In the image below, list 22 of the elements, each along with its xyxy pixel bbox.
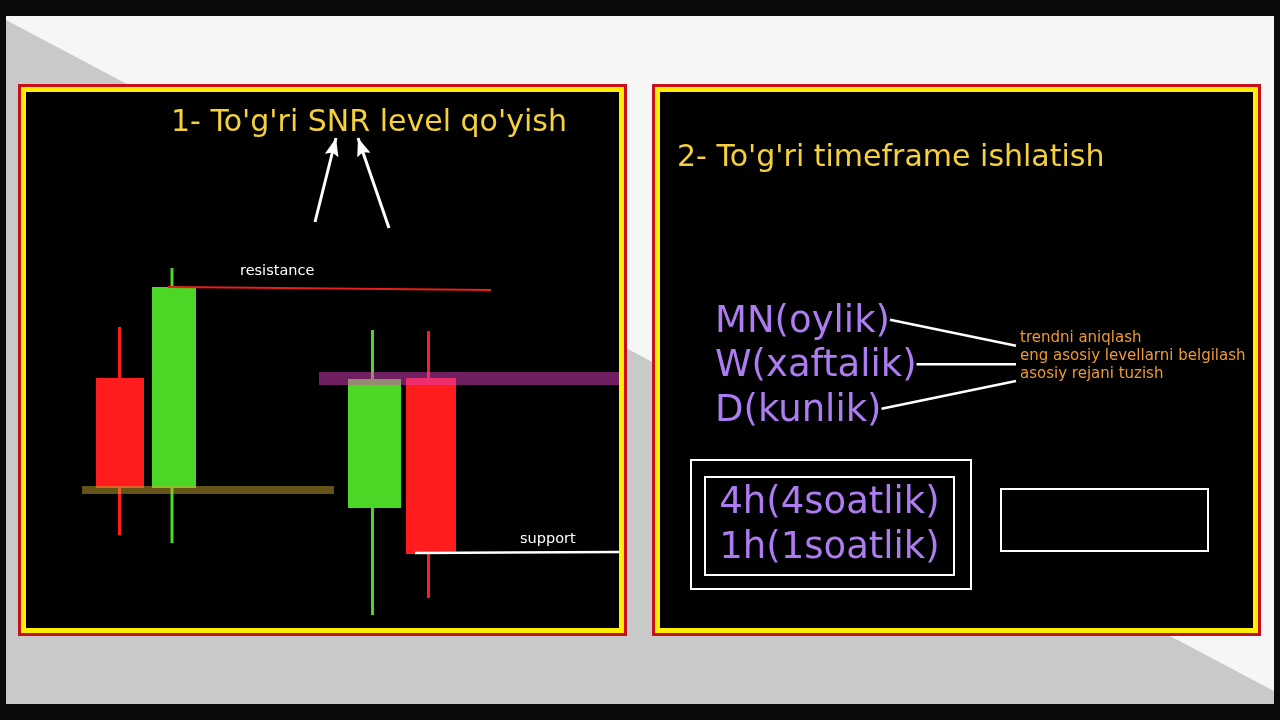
level-label: resistance xyxy=(240,261,315,278)
timeframe-text: 1h(1soatlik) xyxy=(719,522,940,568)
arrow xyxy=(313,137,339,223)
purpose-text: asosiy rejani tuzish xyxy=(1020,364,1164,382)
timeframe-text: W(xaftalik) xyxy=(715,342,917,387)
empty-box xyxy=(1000,487,1209,552)
level-label: support xyxy=(520,530,576,546)
purpose-text: eng asosiy levellarni belgilash xyxy=(1020,346,1246,364)
connector-line xyxy=(889,318,1017,348)
connector-line xyxy=(916,362,1016,366)
connector-line xyxy=(881,379,1017,410)
panel-title: 1- To'g'ri SNR level qo'yish xyxy=(171,103,567,138)
timeframe-text: 4h(4soatlik) xyxy=(719,477,940,523)
panel-title: 2- To'g'ri timeframe ishlatish xyxy=(677,138,1105,173)
outline-box xyxy=(690,459,972,590)
framed-panel xyxy=(18,84,627,636)
purpose-text: trendni aniqlash xyxy=(1020,328,1142,346)
timeframe-box xyxy=(704,475,955,576)
timeframe-text: MN(oylik) xyxy=(715,297,890,342)
arrow xyxy=(356,137,391,229)
framed-panel xyxy=(652,84,1261,636)
timeframe-text: D(kunlik) xyxy=(715,386,882,431)
